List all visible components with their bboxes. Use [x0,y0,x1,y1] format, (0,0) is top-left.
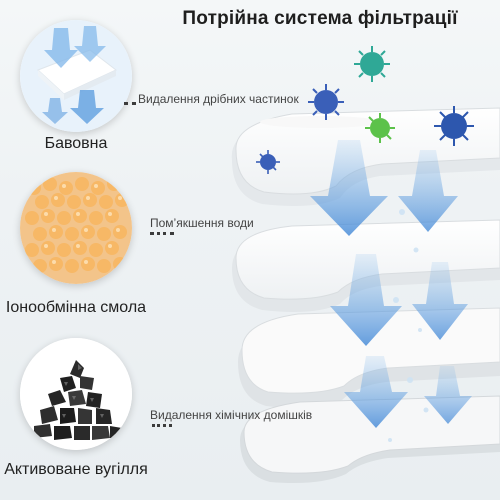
filter-layer-cotton [231,107,500,206]
leader-line [124,102,136,105]
virus-icon [365,113,395,143]
resin-image [20,172,132,284]
water-flow-arrows [310,140,472,428]
filter-layer-carbon [240,395,500,483]
virus-icon [256,150,280,174]
process-label-particles: Видалення дрібних частинок [138,92,299,106]
leader-line [152,424,172,427]
process-label-softening: Пом’якшення води [150,216,254,230]
page-title: Потрійна система фільтрації [182,8,458,29]
process-label-chemicals: Видалення хімічних домішків [150,408,313,422]
material-label-resin: Іонообмінна смола [5,299,147,316]
leader-line [150,232,174,235]
virus-icon [434,106,474,146]
material-label-cotton: Бавовна [44,135,108,152]
water-droplets [388,209,429,442]
virus-icon [354,46,390,82]
material-label-carbon: Активоване вугілля [4,461,148,478]
cotton-image [20,20,132,132]
carbon-image [20,338,132,450]
virus-icon [308,84,344,120]
